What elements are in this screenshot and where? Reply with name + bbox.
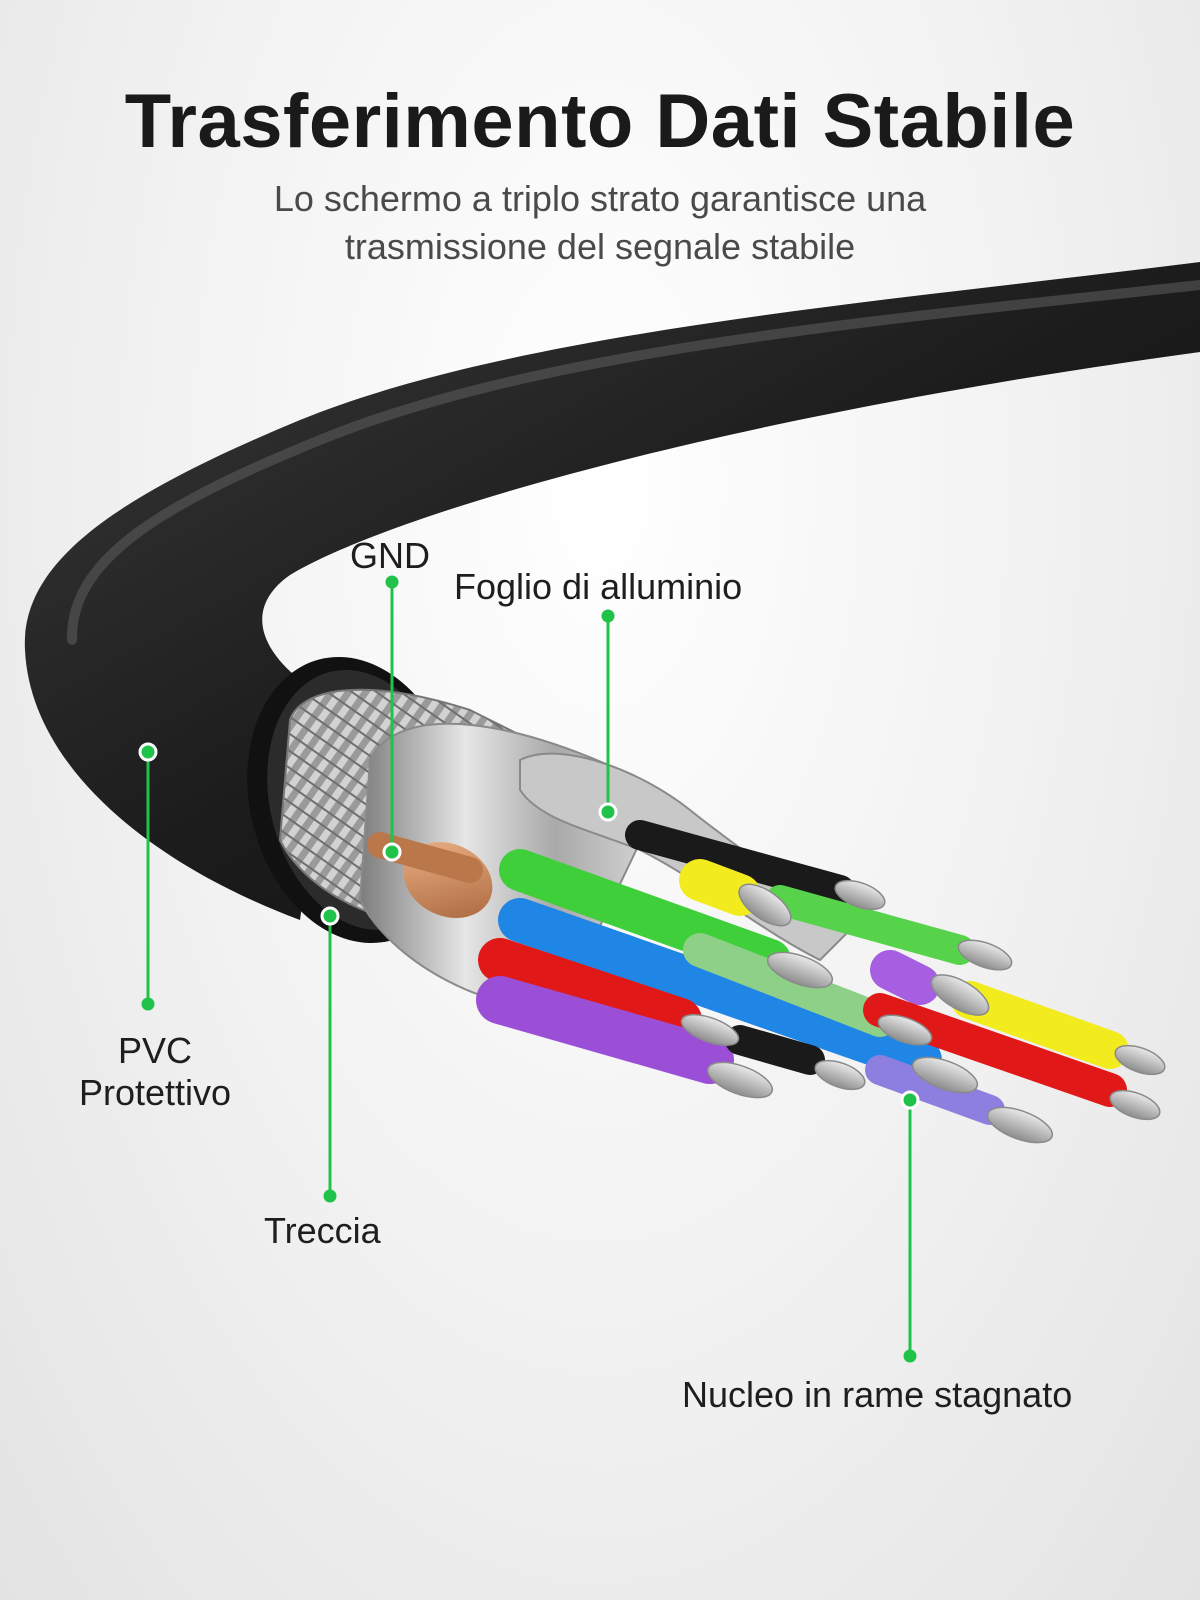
callout-pvc-line-1: PVC (117, 1030, 193, 1071)
page-title: Trasferimento Dati Stabile (124, 79, 1076, 164)
cable-jacket-highlight (66, 280, 1200, 645)
callout-braid: Treccia (264, 1210, 381, 1251)
callout-pvc-line-2: Protettivo (78, 1072, 232, 1113)
subtitle-line-1: Lo schermo a triplo strato garantisce un… (273, 178, 927, 219)
callout-foil: Foglio di alluminio (454, 566, 743, 607)
callout-leaders (138, 575, 920, 1363)
subtitle-line-2: trasmissione del segnale stabile (344, 226, 856, 267)
callout-core: Nucleo in rame stagnato (682, 1374, 1073, 1415)
callout-gnd: GND (350, 535, 430, 576)
tinned-strand-ends (680, 879, 1166, 1144)
colored-wires (476, 820, 1129, 1125)
